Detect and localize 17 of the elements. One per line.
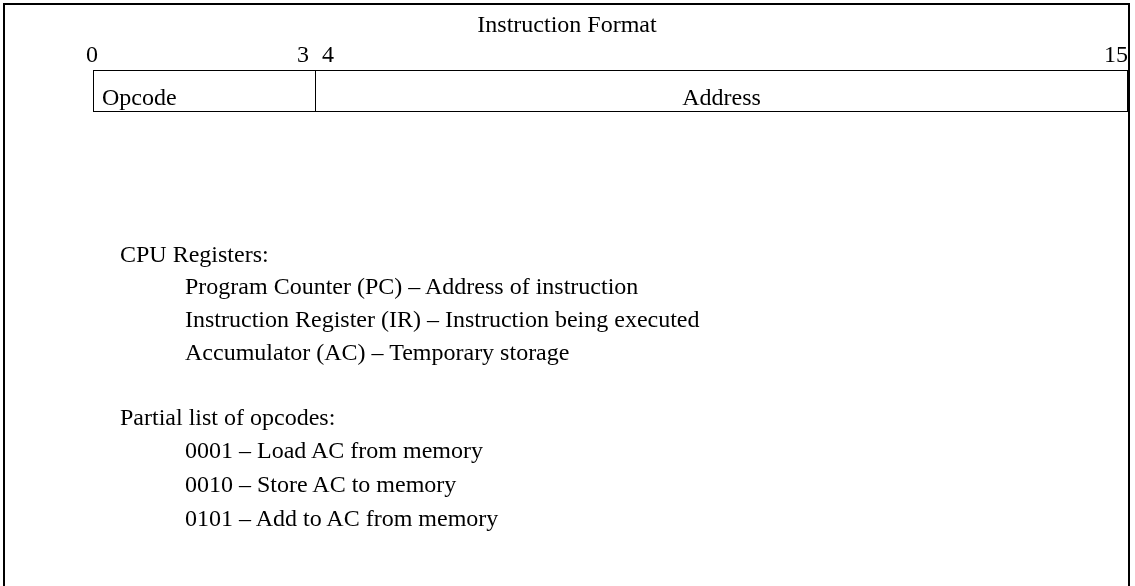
bit-field-cell	[315, 70, 1128, 112]
opcode-description: 0001 – Load AC from memory	[185, 436, 483, 464]
bit-number: 0	[86, 40, 98, 68]
register-description: Instruction Register (IR) – Instruction being executed	[185, 305, 700, 333]
title: Instruction Format	[477, 10, 657, 38]
bit-field-cell	[93, 70, 316, 112]
register-description: Program Counter (PC) – Address of instruction	[185, 272, 639, 300]
field-name: Address	[682, 83, 761, 111]
opcode-description: 0101 – Add to AC from memory	[185, 504, 499, 532]
bit-number: 3	[297, 40, 309, 68]
bit-number: 4	[322, 40, 334, 68]
opcode-description: 0010 – Store AC to memory	[185, 470, 457, 498]
field-name: Opcode	[102, 83, 177, 111]
register-description: Accumulator (AC) – Temporary storage	[185, 338, 570, 366]
bit-number: 15	[1104, 40, 1128, 68]
section-heading: CPU Registers:	[120, 240, 269, 268]
section-heading: Partial list of opcodes:	[120, 403, 336, 431]
